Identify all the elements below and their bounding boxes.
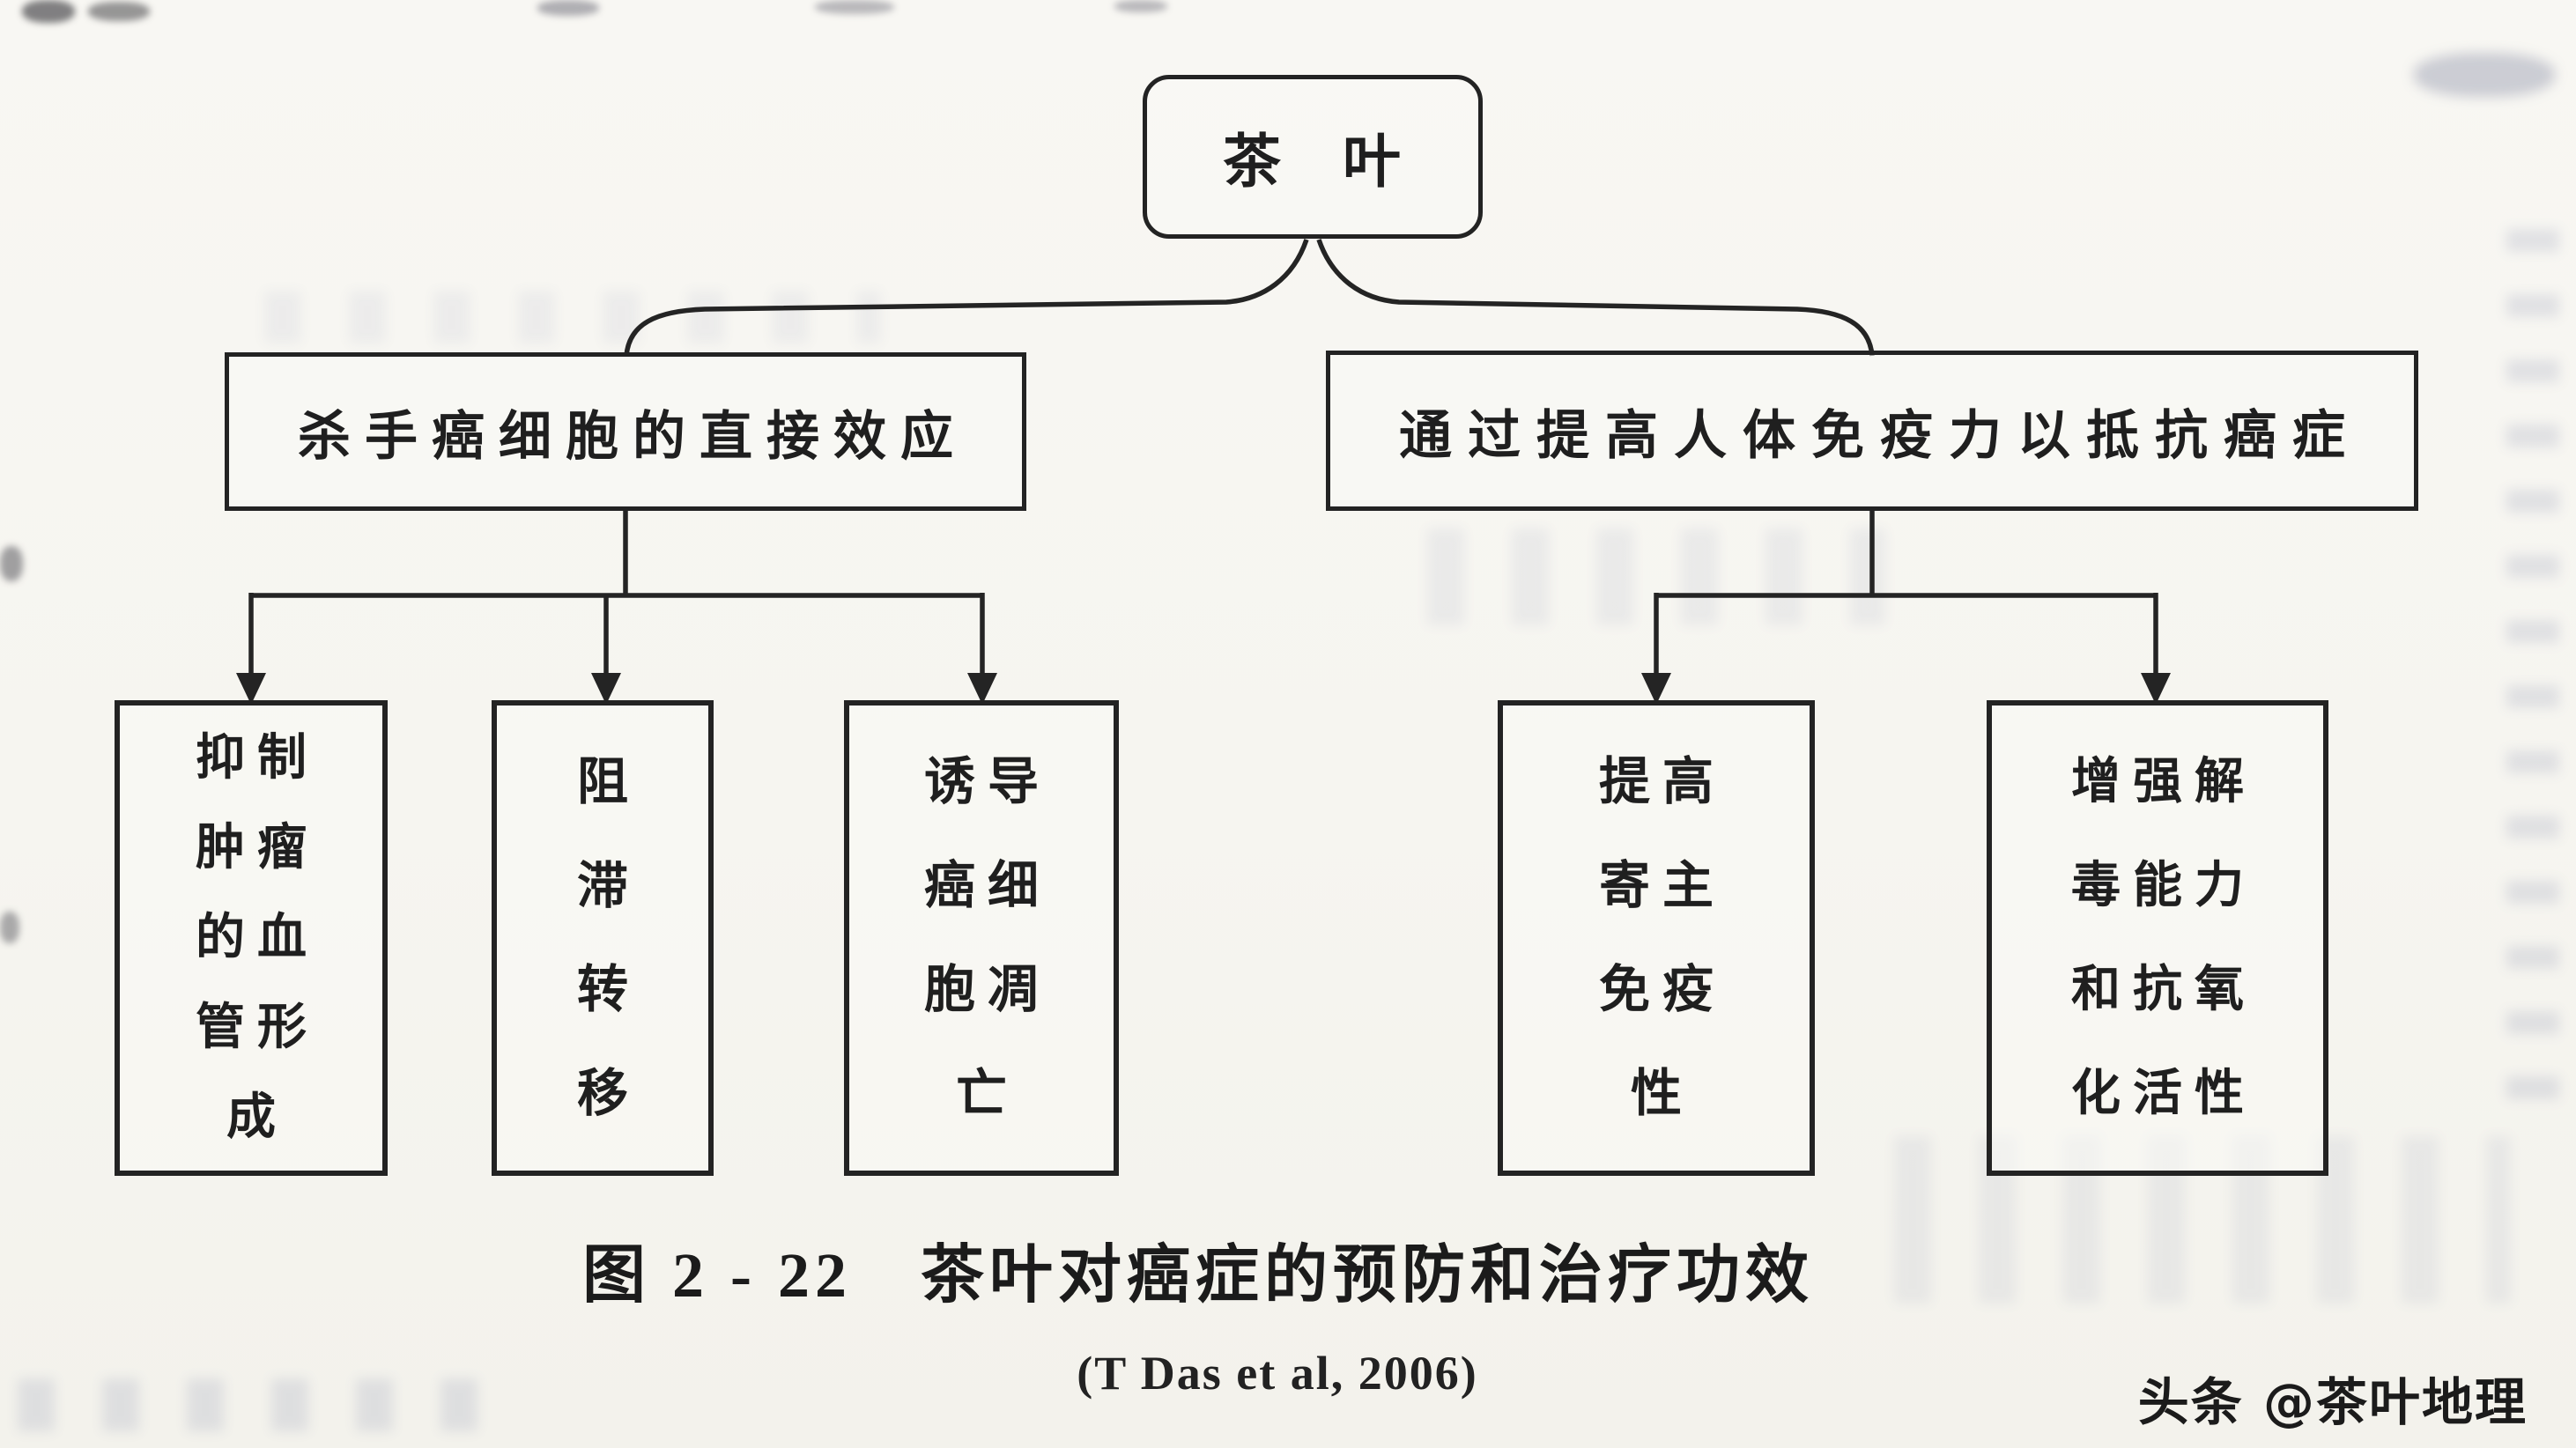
arrowhead-down-icon [1641,673,1671,705]
node-induce-cancer-cell-apoptosis: 诱导 癌细 胞凋 亡 [844,700,1119,1176]
scan-smudge [0,912,19,943]
arrowhead-down-icon [591,673,621,705]
node-immunity-resistance-label: 通过提高人体免疫力以抵抗癌症 [1399,406,2361,465]
leaf-text-line: 癌细 [923,857,1051,914]
leaf-text-line: 和抗氧 [2071,963,2256,1017]
node-improve-host-immunity: 提高 寄主 免疫 性 [1498,700,1815,1176]
leaf-text-line: 肿瘤 [196,821,319,875]
leaf-text-line: 亡 [955,1065,1019,1122]
leaf-text-line: 性 [1630,1065,1694,1122]
leaf-text-line: 抑制 [196,731,319,786]
scan-ghost-text [264,291,881,344]
leaf-text-line: 管形 [196,1001,319,1055]
node-tea: 茶 叶 [1143,75,1483,239]
connector-root-to-right-branch [1316,239,1875,357]
leaf-text-line: 成 [226,1090,288,1145]
figure-caption: 图 2 - 22 茶叶对癌症的预防和治疗功效 [582,1240,1814,1311]
leaf-text-line: 增强解 [2071,755,2256,809]
leaf-text-line: 的血 [196,911,319,965]
arrowhead-down-icon [967,673,997,705]
connector-root-to-left-branch [624,239,1309,357]
scan-smudge [537,0,599,16]
node-immunity-resistance: 通过提高人体免疫力以抵抗癌症 [1326,351,2418,511]
node-inhibit-tumor-angiogenesis: 抑制 肿瘤 的血 管形 成 [115,700,388,1176]
leaf-text-line: 免疫 [1598,961,1726,1018]
leaf-text-line: 寄主 [1598,857,1726,914]
watermark-text: 头条 @茶叶地理 [2137,1372,2528,1432]
leaf-text-line: 毒能力 [2071,859,2256,913]
leaf-text-line: 诱导 [923,753,1051,810]
scan-smudge [815,0,894,14]
leaf-text-line: 化活性 [2071,1067,2256,1121]
leaf-text-line: 滞 [576,857,640,914]
node-enhance-detox-antioxidant: 增强解 毒能力 和抗氧 化活性 [1987,700,2328,1176]
scan-smudge [1114,0,1167,12]
node-tea-label: 茶 叶 [1223,130,1403,195]
leaf-text-line: 移 [576,1065,640,1122]
scan-smudge [2414,53,2555,97]
scan-ghost-text [18,1378,511,1431]
leaf-text-line: 胞凋 [923,961,1051,1018]
arrowhead-down-icon [2141,673,2171,705]
node-block-metastasis: 阻 滞 转 移 [492,700,714,1176]
scan-smudge [88,2,150,21]
scan-ghost-text [2506,229,2559,1110]
leaf-text-line: 阻 [576,753,640,810]
node-direct-killing-effect-label: 杀手癌细胞的直接效应 [298,407,967,466]
scan-smudge [22,0,75,23]
node-direct-killing-effect: 杀手癌细胞的直接效应 [225,352,1026,511]
arrowhead-down-icon [236,673,266,705]
leaf-text-line: 提高 [1598,753,1726,810]
leaf-text-line: 转 [576,961,640,1018]
scan-smudge [0,546,23,581]
figure-source-citation: (T Das et al, 2006) [1077,1347,1478,1400]
